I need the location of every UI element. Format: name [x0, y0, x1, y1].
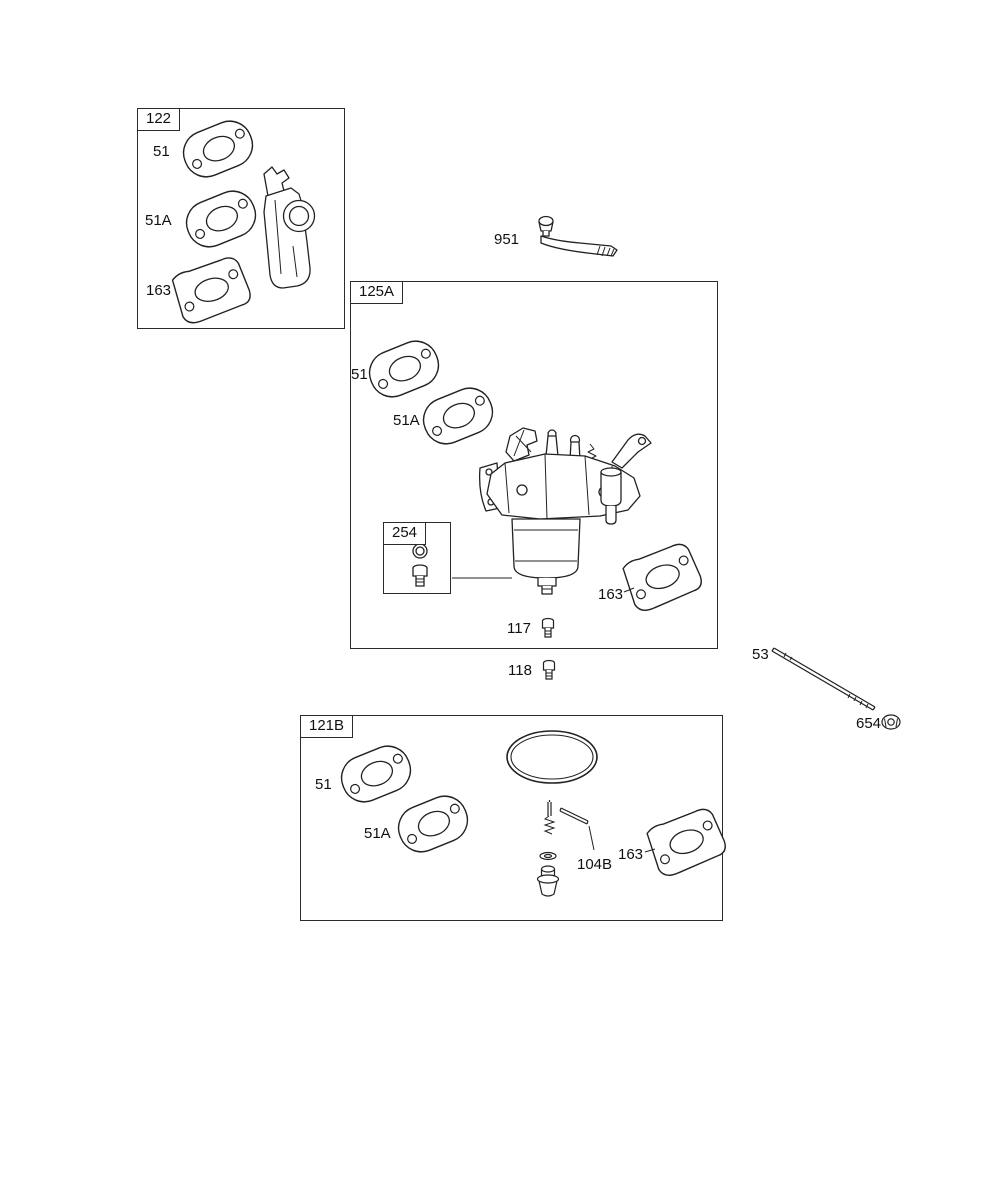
- callout-163-box122: 163: [146, 282, 172, 299]
- gasket-163-box125a: [620, 539, 707, 615]
- callout-51a-box121b: 51A: [364, 825, 391, 842]
- group-label-122: 122: [137, 108, 181, 131]
- flange-nut-654: [881, 714, 901, 730]
- callout-117: 117: [507, 620, 531, 637]
- group-box-125a: [350, 281, 718, 649]
- callout-51-box125a: 51: [351, 366, 368, 383]
- intake-spacer: [263, 166, 316, 289]
- control-lever-951: [538, 215, 618, 257]
- callout-951: 951: [494, 231, 520, 248]
- needle-kit-104b: [536, 800, 595, 897]
- gasket-51a-box122: [179, 183, 263, 255]
- group-label-254: 254: [383, 522, 427, 545]
- gasket-163-box121b: [644, 804, 731, 880]
- bowl-screw-kit-254: [412, 543, 428, 587]
- screw-117: [541, 617, 555, 638]
- float-bowl-oring: [506, 730, 598, 784]
- gasket-51-box125a: [362, 333, 446, 405]
- callout-53: 53: [752, 646, 769, 663]
- carburetor-assembly: [478, 427, 652, 595]
- callout-51a-box122: 51A: [145, 212, 172, 229]
- leader-line-163-125a: [623, 587, 635, 593]
- gasket-51-box122: [176, 113, 260, 185]
- gasket-51a-box125a: [416, 380, 500, 452]
- group-label-121b: 121B: [300, 715, 354, 738]
- screw-118: [542, 659, 556, 680]
- callout-654: 654: [856, 715, 882, 732]
- callout-51-box122: 51: [153, 143, 170, 160]
- callout-118: 118: [508, 662, 532, 679]
- gasket-51a-box121b: [391, 788, 475, 860]
- group-label-125a: 125A: [350, 281, 404, 304]
- callout-163-box121b: 163: [618, 846, 644, 863]
- throttle-rod-53: [771, 647, 876, 711]
- gasket-163-box122: [170, 253, 255, 327]
- gasket-51-box121b: [334, 738, 418, 810]
- callout-104b: 104B: [577, 856, 613, 873]
- group-box-121b: [300, 715, 723, 921]
- callout-163-box125a: 163: [598, 586, 624, 603]
- leader-line-163-121b: [644, 848, 656, 853]
- callout-51a-box125a: 51A: [393, 412, 420, 429]
- callout-51-box121b: 51: [315, 776, 332, 793]
- group-box-122: [137, 108, 345, 329]
